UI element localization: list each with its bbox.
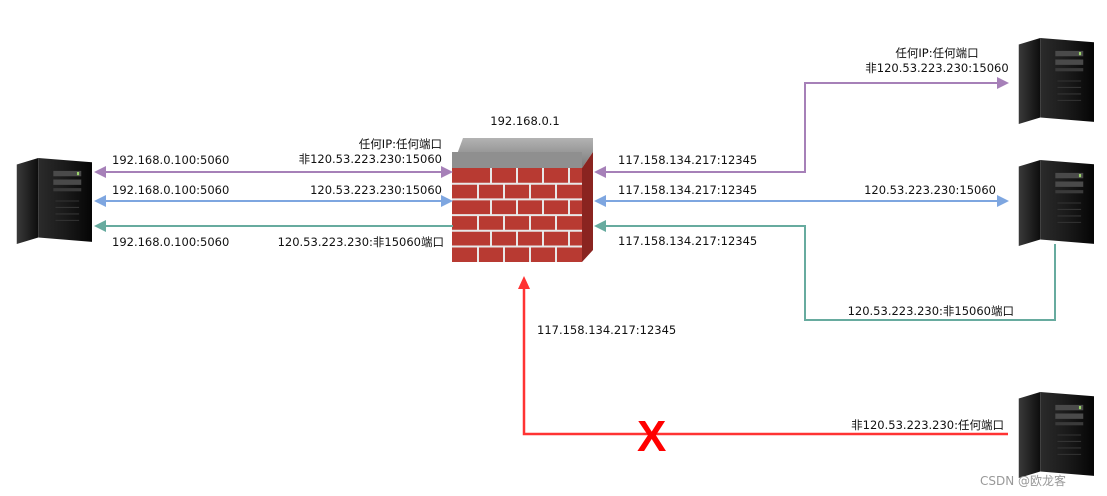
- firewall-ip-label: 192.168.0.1: [490, 114, 560, 128]
- blocked-x-marker: X: [637, 412, 667, 461]
- server-icon-top-right: [1018, 38, 1094, 124]
- left-green-dst-label: 120.53.223.230:非15060端口: [277, 235, 444, 249]
- right-purple-dst-label-2: 非120.53.223.230:15060: [865, 61, 1009, 75]
- blocked-red-link: [518, 276, 1008, 436]
- left-blue-dst-label: 120.53.223.230:15060: [310, 183, 442, 197]
- server-icon-left: [16, 158, 92, 244]
- left-purple-link: [94, 166, 453, 178]
- blocked-target-label: 117.158.134.217:12345: [537, 323, 677, 337]
- blocked-source-label: 非120.53.223.230:任何端口: [851, 418, 1004, 432]
- right-blue-dst-label: 120.53.223.230:15060: [864, 183, 996, 197]
- server-icon-mid-right: [1018, 160, 1094, 246]
- left-green-link: [94, 220, 453, 232]
- server-icon-bottom-right: [1018, 392, 1094, 478]
- left-blue-src-label: 192.168.0.100:5060: [112, 183, 230, 197]
- right-green-src-label: 117.158.134.217:12345: [618, 234, 758, 248]
- right-blue-link: [594, 195, 1009, 207]
- left-purple-src-label: 192.168.0.100:5060: [112, 153, 230, 167]
- right-purple-dst-label-1: 任何IP:任何端口: [895, 46, 979, 60]
- right-blue-src-label: 117.158.134.217:12345: [618, 183, 758, 197]
- csdn-watermark: CSDN @欧龙客: [980, 474, 1067, 488]
- left-blue-link: [94, 195, 453, 207]
- right-green-link: [594, 220, 1056, 321]
- right-green-dst-label: 120.53.223.230:非15060端口: [847, 304, 1014, 318]
- left-purple-dst-label-2: 非120.53.223.230:15060: [298, 152, 442, 166]
- left-purple-dst-label-1: 任何IP:任何端口: [358, 137, 442, 151]
- right-purple-src-label: 117.158.134.217:12345: [618, 153, 758, 167]
- right-purple-link: [594, 77, 1009, 178]
- left-green-src-label: 192.168.0.100:5060: [112, 235, 230, 249]
- firewall-icon: [452, 138, 593, 262]
